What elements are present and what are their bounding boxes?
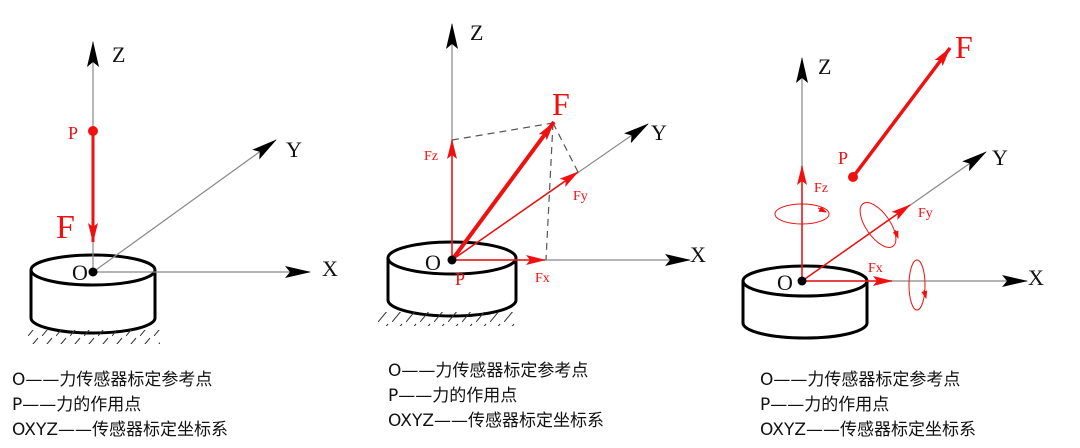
y-label: Y — [286, 137, 302, 162]
legend-panel-2: O——力传感器标定参考点 P——力的作用点 OXYZ——传感器标定坐标系 — [388, 359, 604, 434]
panel-2: Z Y X O P F Fz Fy Fx — [378, 20, 706, 326]
y-axis — [92, 139, 277, 273]
sensor-cylinder — [378, 240, 518, 326]
point-p — [848, 172, 858, 182]
legend-origin: O——力传感器标定参考点 — [388, 361, 589, 381]
point-p — [88, 126, 98, 136]
legend-origin: O——力传感器标定参考点 — [760, 370, 961, 390]
z-label: Z — [470, 20, 483, 45]
mx-rotation-arrow-icon — [921, 289, 928, 299]
fz-label: Fz — [424, 149, 438, 164]
point-label: P — [838, 148, 848, 168]
force-label: F — [955, 29, 973, 65]
origin-label: O — [777, 270, 793, 295]
my-rotation-icon — [859, 202, 897, 248]
mz-rotation-icon — [774, 203, 830, 225]
fz-label: Fz — [814, 181, 828, 196]
fx-label: Fx — [535, 271, 550, 286]
legend-point: P——力的作用点 — [388, 386, 518, 406]
fy-label: Fy — [918, 206, 933, 221]
point-label: P — [68, 123, 78, 143]
fy-arrow — [451, 171, 579, 261]
my-rotation-arrow-icon — [892, 229, 899, 239]
torque-icons — [774, 202, 928, 311]
y-label: Y — [992, 145, 1008, 170]
mx-rotation-icon — [908, 259, 926, 311]
force-arrow — [851, 46, 952, 179]
legend-frame: OXYZ——传感器标定坐标系 — [388, 411, 604, 431]
legend-point: P——力的作用点 — [760, 395, 890, 415]
fx-label: Fx — [868, 261, 883, 276]
fy-arrow — [801, 204, 911, 282]
mz-rotation-arrow-icon — [817, 206, 827, 213]
origin-point — [797, 276, 807, 286]
legend-frame: OXYZ——传感器标定坐标系 — [760, 420, 976, 440]
legend-frame: OXYZ——传感器标定坐标系 — [12, 420, 228, 440]
panel-3: Z Y X O P F Fz Fy Fx — [741, 29, 1044, 340]
x-label: X — [1028, 265, 1044, 290]
z-label: Z — [112, 42, 125, 67]
x-label: X — [322, 256, 338, 281]
force-label: F — [552, 86, 570, 122]
point-label: P — [455, 269, 465, 289]
legend-panel-3: O——力传感器标定参考点 P——力的作用点 OXYZ——传感器标定坐标系 — [760, 368, 976, 443]
legend-point: P——力的作用点 — [12, 395, 142, 415]
origin-point — [447, 255, 457, 265]
z-label: Z — [818, 54, 831, 79]
y-label: Y — [651, 120, 667, 145]
x-label: X — [690, 242, 706, 267]
fy-label: Fy — [573, 189, 588, 204]
legend-origin: O——力传感器标定参考点 — [12, 370, 213, 390]
force-arrow — [450, 120, 556, 262]
legend-panel-1: O——力传感器标定参考点 P——力的作用点 OXYZ——传感器标定坐标系 — [12, 368, 228, 443]
origin-point — [88, 267, 98, 277]
force-label: F — [56, 209, 75, 246]
sensor-cylinder — [741, 264, 869, 340]
origin-label: O — [425, 250, 441, 275]
projection-lines — [451, 122, 579, 261]
panel-1: Z Y X O P F — [26, 41, 338, 344]
origin-label: O — [72, 260, 88, 285]
